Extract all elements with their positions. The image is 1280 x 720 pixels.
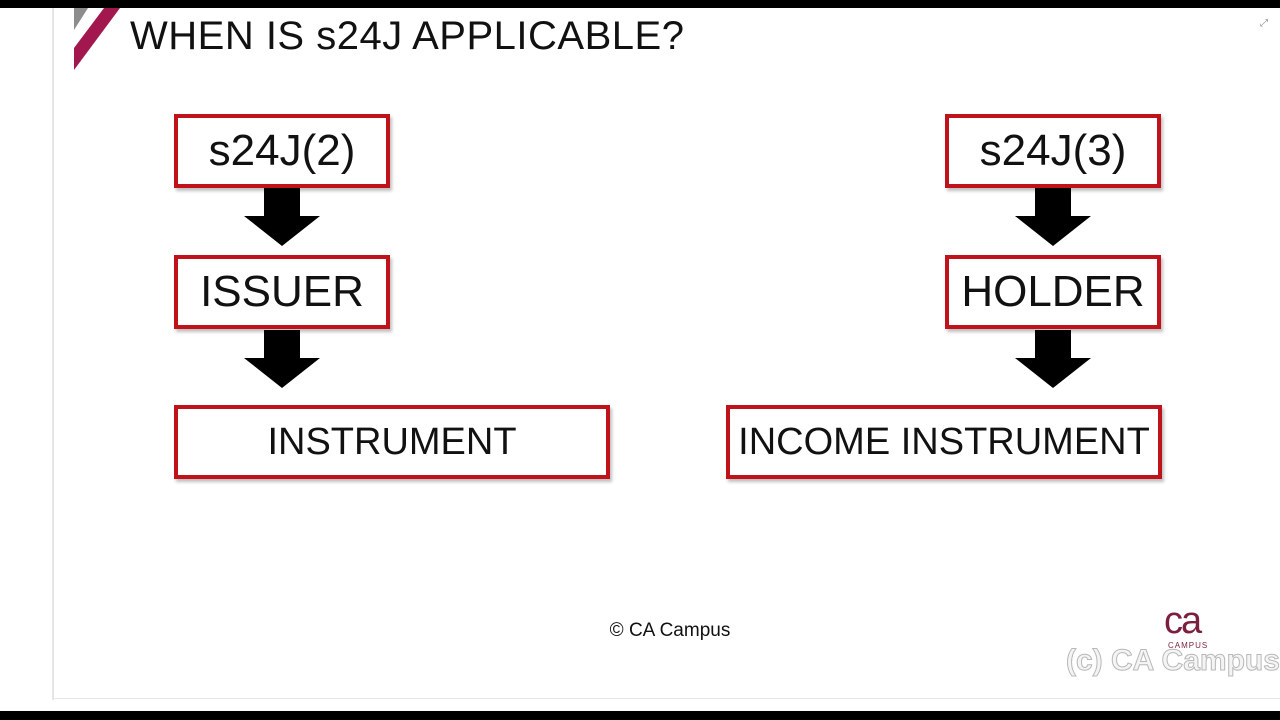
copyright-footer: © CA Campus <box>609 620 731 641</box>
arrow-down-icon <box>244 330 320 388</box>
brand-logo: ca <box>1164 600 1202 642</box>
bottom-divider <box>54 698 1280 699</box>
item-box-left: INSTRUMENT <box>174 405 610 479</box>
arrow-down-icon <box>1015 188 1091 246</box>
section-box-left: s24J(2) <box>174 114 390 188</box>
expand-icon[interactable]: ⤢ <box>1260 18 1268 29</box>
brand-logo-subtext: CAMPUS <box>1168 641 1209 650</box>
slide: WHEN IS s24J APPLICABLE? ⤢ s24J(2) ISSUE… <box>0 8 1280 711</box>
corner-accent-mark <box>74 8 120 70</box>
slide-title: WHEN IS s24J APPLICABLE? <box>130 14 685 58</box>
left-divider <box>52 8 54 700</box>
party-box-right: HOLDER <box>945 255 1161 329</box>
arrow-down-icon <box>1015 330 1091 388</box>
watermark: (c) CA Campus <box>1066 644 1280 678</box>
item-box-right: INCOME INSTRUMENT <box>726 405 1162 479</box>
party-box-left: ISSUER <box>174 255 390 329</box>
arrow-down-icon <box>244 188 320 246</box>
section-box-right: s24J(3) <box>945 114 1161 188</box>
